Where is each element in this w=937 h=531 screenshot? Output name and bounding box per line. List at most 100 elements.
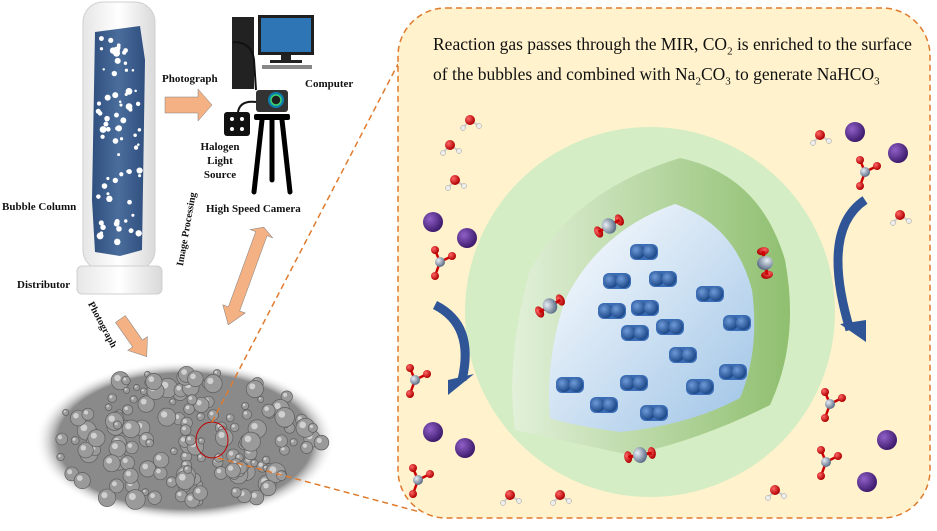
column-bubble (113, 46, 120, 54)
column-bubble (138, 174, 142, 178)
micro-bubble (129, 395, 138, 404)
micro-bubble (261, 403, 276, 418)
column-bubble (96, 194, 101, 199)
micro-bubble-highlight (199, 438, 202, 442)
column-bubble (102, 68, 105, 71)
micro-bubble (140, 387, 148, 395)
micro-bubble-highlight (182, 462, 187, 466)
column-bubble (113, 220, 120, 227)
sodium-ion (888, 143, 908, 163)
micro-bubble-highlight (278, 410, 286, 418)
micro-bubble (274, 434, 288, 448)
curved-arrow-left (432, 300, 470, 382)
column-bubble (112, 138, 119, 144)
micro-bubble (260, 480, 277, 497)
micro-bubble-highlight (269, 466, 277, 474)
column-bubble (136, 167, 143, 174)
sodium-ion (455, 438, 475, 458)
n2-molecule (603, 273, 631, 289)
column-bubble (124, 68, 129, 72)
caption-sub-3: 3 (725, 75, 731, 87)
micro-bubble-highlight (299, 421, 306, 429)
micro-bubble-highlight (72, 437, 76, 441)
sodium-ion (423, 422, 443, 442)
column-bubble (137, 128, 142, 132)
micro-bubble-highlight (176, 385, 182, 391)
micro-bubble-highlight (170, 399, 173, 403)
column-bubble (101, 183, 108, 189)
column-bubble (99, 47, 104, 51)
label-bubble-column: Bubble Column (2, 201, 77, 213)
micro-bubble (122, 467, 139, 484)
micro-bubble (121, 419, 141, 439)
micro-bubble (70, 436, 80, 445)
micro-bubble-highlight (258, 397, 261, 400)
micro-bubble (121, 375, 131, 386)
water-molecule (500, 490, 522, 506)
n2-molecule (630, 244, 658, 260)
column-bubble (106, 195, 113, 203)
co2-molecule (756, 247, 774, 279)
micro-bubble (152, 451, 170, 469)
column-bubble (120, 117, 127, 124)
co2-molecule (624, 446, 656, 464)
column-bubble (128, 228, 134, 234)
micro-bubble (225, 462, 241, 479)
column-bubble (119, 172, 124, 177)
micro-bubble (307, 422, 318, 433)
micro-bubble-highlight (67, 469, 73, 475)
computer-icon (232, 15, 314, 91)
micro-bubble-highlight (251, 422, 258, 430)
carbonate-molecule (431, 246, 456, 280)
micro-bubble-highlight (316, 437, 322, 443)
column-bubble (119, 137, 124, 141)
micro-bubble-highlight (198, 414, 201, 417)
column-bubble (103, 121, 109, 127)
micro-bubble-highlight (263, 483, 269, 489)
micro-bubble (185, 434, 197, 446)
column-bubble (124, 219, 128, 223)
micro-bubble-highlight (145, 372, 148, 375)
column-bubble (135, 230, 142, 237)
micro-bubble (153, 466, 168, 481)
micro-bubble-highlight (243, 411, 248, 415)
micro-bubble (197, 437, 205, 445)
n2-molecule (598, 303, 626, 319)
sodium-ion (457, 228, 477, 248)
micro-bubble (240, 431, 261, 452)
micro-bubble-highlight (111, 481, 117, 487)
micro-bubble-highlight (147, 440, 150, 444)
micro-bubble (300, 441, 314, 454)
label-halogen-light-source: Halogen Light Source (196, 140, 244, 182)
micro-bubble-highlight (127, 443, 133, 448)
caption-text-4: to generate NaHCO (730, 63, 875, 84)
micro-bubble (257, 396, 265, 403)
column-bubble (125, 103, 133, 110)
micro-bubble-highlight (198, 454, 202, 458)
column-bubble (127, 199, 132, 205)
column-bubble (96, 101, 102, 106)
column-bubble (122, 50, 127, 55)
column-bubble (115, 126, 119, 131)
n2-molecule (669, 347, 697, 363)
micro-bubble (183, 465, 193, 474)
carbonate-molecule (856, 156, 881, 190)
column-bubble (104, 115, 110, 122)
micro-bubble-highlight (264, 465, 267, 469)
micro-bubble (289, 438, 298, 447)
n2-molecule (590, 397, 618, 413)
micro-bubble-highlight (218, 431, 225, 438)
column-bubble (131, 213, 135, 217)
micro-bubble-highlight (101, 492, 108, 499)
column-bubble (137, 143, 140, 146)
column-bubble (119, 103, 123, 107)
water-molecule (460, 115, 482, 131)
micro-bubble (123, 386, 130, 394)
n2-molecule (631, 300, 659, 316)
caption-text-1: Reaction gas passes through the MIR, CO (433, 34, 728, 54)
column-bubble (104, 94, 111, 101)
micro-bubble-highlight (177, 491, 182, 497)
micro-bubble-highlight (187, 436, 191, 441)
micro-bubble-highlight (142, 463, 149, 470)
micro-bubble-highlight (228, 451, 234, 456)
